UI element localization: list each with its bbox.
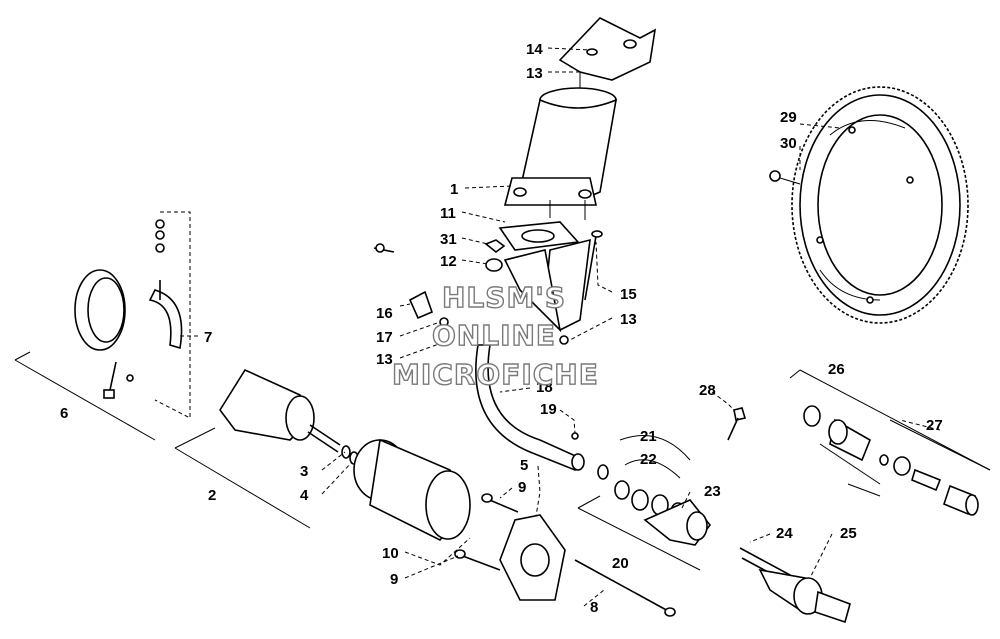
callout-16: 16 xyxy=(376,305,393,322)
callout-3: 3 xyxy=(300,463,308,480)
mounting-bracket xyxy=(558,17,657,92)
callout-9: 9 xyxy=(518,479,526,496)
drive-end-cover xyxy=(454,493,676,617)
bolt-15 xyxy=(584,230,603,301)
callout-28: 28 xyxy=(699,382,716,399)
nut-and-washer-set xyxy=(373,239,569,345)
callout-25: 25 xyxy=(840,525,857,542)
breather-hose xyxy=(475,344,585,472)
bendix-drive-group xyxy=(789,369,991,516)
armature xyxy=(174,368,359,529)
callout-10: 10 xyxy=(382,545,399,562)
callout-6: 6 xyxy=(60,405,68,422)
callout-1: 1 xyxy=(450,181,458,198)
callout-13: 13 xyxy=(620,311,637,328)
yoke-cylinder xyxy=(353,438,471,541)
callout-2: 2 xyxy=(208,487,216,504)
callout-31: 31 xyxy=(440,231,457,248)
callout-7: 7 xyxy=(204,329,212,346)
flywheel-ring-gear xyxy=(769,86,969,324)
callout-18: 18 xyxy=(536,379,553,396)
bolt-28 xyxy=(727,407,747,441)
callout-20: 20 xyxy=(612,555,629,572)
callout-13: 13 xyxy=(376,351,393,368)
callout-26: 26 xyxy=(828,361,845,378)
starter-motor-housing xyxy=(503,87,618,220)
callout-30: 30 xyxy=(780,135,797,152)
callout-8: 8 xyxy=(590,599,598,616)
callout-9: 9 xyxy=(390,571,398,588)
callout-12: 12 xyxy=(440,253,457,270)
watermark-line-3: MICROFICHE xyxy=(392,358,599,391)
callout-11: 11 xyxy=(440,205,456,222)
callout-5: 5 xyxy=(520,457,528,474)
callout-13: 13 xyxy=(526,65,543,82)
callout-24: 24 xyxy=(776,525,793,542)
callout-22: 22 xyxy=(640,451,657,468)
watermark: HLSM'S ONLINE MICROFICHE xyxy=(391,280,599,391)
bearing-housing-group xyxy=(577,435,712,571)
callout-23: 23 xyxy=(704,483,721,500)
callout-4: 4 xyxy=(300,487,309,504)
callout-21: 21 xyxy=(640,428,657,445)
callout-14: 14 xyxy=(526,41,543,58)
callout-15: 15 xyxy=(620,286,637,303)
callout-19: 19 xyxy=(540,401,557,418)
watermark-line-1: HLSM'S xyxy=(442,281,566,314)
pinion-shaft xyxy=(739,547,851,624)
callout-17: 17 xyxy=(376,329,393,346)
leader-lines xyxy=(180,47,941,607)
callout-29: 29 xyxy=(780,109,797,126)
gasket-and-adapter xyxy=(498,221,591,333)
brush-holder-assembly xyxy=(14,211,191,441)
watermark-line-2: ONLINE xyxy=(432,319,556,352)
callout-27: 27 xyxy=(926,417,943,434)
callout-labels: 14 13 1 11 31 12 15 16 17 13 13 7 6 2 3 … xyxy=(60,41,943,616)
